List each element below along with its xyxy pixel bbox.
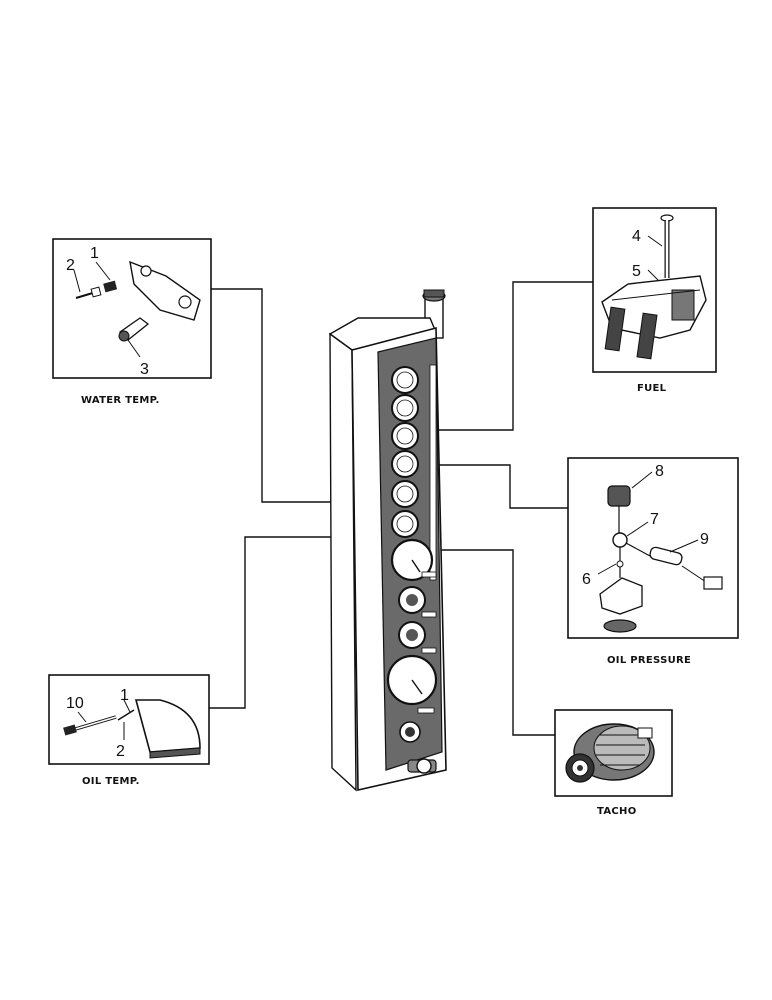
callout-4: 4 <box>632 228 641 245</box>
leader-oil-pressure <box>430 464 568 509</box>
gauge-large-1 <box>390 538 434 582</box>
callout-1b: 1 <box>120 687 129 704</box>
panel-switch <box>399 721 421 743</box>
callout-8: 8 <box>655 463 664 480</box>
gauge-2 <box>391 394 419 422</box>
caption-fuel: FUEL <box>637 383 667 394</box>
gauge-column <box>386 366 438 774</box>
callout-1: 1 <box>90 245 99 262</box>
callout-9: 9 <box>700 531 709 548</box>
leader-tacho <box>440 549 555 736</box>
callout-2: 2 <box>66 257 75 274</box>
panel-water-temp: 1 2 3 <box>52 238 212 379</box>
panel-oil-temp: 10 1 2 <box>48 674 210 765</box>
gauge-6 <box>391 510 419 538</box>
caption-oil-pressure: OIL PRESSURE <box>607 655 691 666</box>
callout-6: 6 <box>582 571 591 588</box>
caption-oil-temp: OIL TEMP. <box>82 776 140 787</box>
instrument-panel <box>328 289 447 792</box>
panel-fuel: 4 5 <box>592 207 717 373</box>
gauge-5 <box>391 480 419 508</box>
callout-10: 10 <box>66 695 84 712</box>
panel-tacho <box>554 709 673 797</box>
gauge-large-2 <box>386 654 438 706</box>
caption-water-temp: WATER TEMP. <box>81 395 160 406</box>
panel-side-face <box>329 332 357 792</box>
gauge-7 <box>398 586 426 614</box>
panel-oil-pressure: 8 7 9 6 <box>567 457 739 639</box>
callout-7: 7 <box>650 511 659 528</box>
callout-5: 5 <box>632 263 641 280</box>
gauge-4 <box>391 450 419 478</box>
gauge-1 <box>391 366 419 394</box>
callout-3: 3 <box>140 361 149 378</box>
callout-2b: 2 <box>116 743 125 760</box>
caption-tacho: TACHO <box>597 806 637 817</box>
gauge-8 <box>398 621 426 649</box>
gauge-3 <box>391 422 419 450</box>
leader-fuel <box>430 281 593 431</box>
leader-oil-temp <box>209 536 397 709</box>
